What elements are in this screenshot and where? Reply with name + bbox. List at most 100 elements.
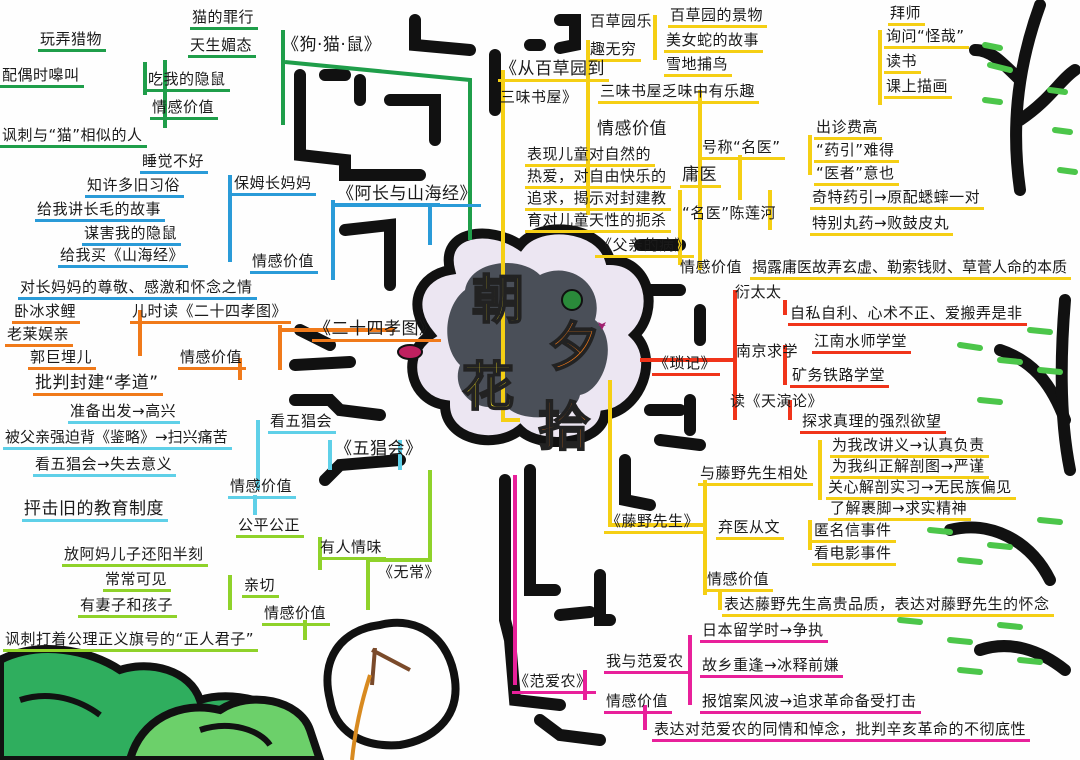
node-value: 情感价值 (150, 98, 219, 120)
branch-title-fujino: 《藤野先生》 (604, 512, 704, 534)
node-cat-item: 吃我的隐鼠 (146, 70, 230, 92)
node-item: 报馆案风波→追求革命备受打击 (700, 692, 921, 714)
node-value-text: 讽刺与“猫”相似的人 (0, 126, 147, 148)
branch-title-garden: 三味书屋》 (500, 88, 578, 106)
branch-title-filial: 《二十四孝图》 (312, 320, 441, 342)
node-item: 公平公正 (236, 516, 305, 538)
node-famous: 号称“名医” (700, 138, 785, 160)
node-cat-crimes: 猫的罪行 (190, 8, 259, 30)
node-item: 故乡重逢→冰释前嫌 (700, 656, 844, 678)
node-cat-item: 天生媚态 (188, 36, 257, 58)
node-watch: 看五猖会 (268, 412, 337, 434)
node-item: 百草园的景物 (668, 6, 768, 28)
node-item: 被父亲强迫背《鉴略》→扫兴痛苦 (3, 428, 232, 450)
node-nanny: 保姆长妈妈 (232, 174, 316, 196)
node-item: 拜师 (888, 4, 926, 26)
node-value-text: 热爱，对自由快乐的 (525, 167, 671, 189)
node-item: 看五猖会→失去意义 (33, 455, 177, 477)
branch-title-fan: 《范爱农》 (512, 672, 596, 694)
node-item: 谋害我的隐鼠 (82, 224, 182, 246)
node-value-text: 表达对范爱农的同情和悼念，批判辛亥革命的不彻底性 (652, 720, 1031, 742)
node-cat-item: 配偶时嗥叫 (0, 66, 84, 88)
node-value-text: 讽刺打着公理正义旗号的“正人君子” (3, 630, 259, 652)
small-tree-illustration (323, 618, 460, 760)
title-char-hua: 花 (461, 356, 515, 419)
node-item: 自私自利、心术不正、爱搬弄是非 (788, 304, 1027, 326)
node-chen: “名医”陈莲河 (682, 204, 777, 222)
node-evolution: 读《天演论》 (730, 392, 824, 410)
node-value-text: 表达藤野先生高贵品质，表达对藤野先生的怀念 (722, 595, 1054, 617)
branch-title-ah-chang: 《阿长与山海经》 (335, 185, 481, 207)
node-item: 询问“怪哉” (884, 27, 969, 49)
bush-illustration (0, 645, 325, 760)
node-me: 我与范爱农 (604, 652, 688, 674)
node-item: 探求真理的强烈欲望 (800, 412, 946, 434)
node-item: 美女蛇的故事 (664, 31, 764, 53)
branch-title-garden: 《从百草园到 (498, 60, 609, 82)
node-study: 三味书屋乏味中有乐趣 (598, 82, 760, 104)
node-quack: 庸医 (680, 166, 721, 188)
node-yan: 衍太太 (735, 283, 782, 301)
branch-title-father: 《父亲的病》 (595, 236, 695, 258)
node-value-text: 对长妈妈的尊敬、感激和怀念之情 (18, 278, 257, 300)
node-value: 情感价值 (597, 119, 667, 139)
node-item: 奇特药引→原配蟋蟀一对 (810, 188, 985, 210)
plant-illustration (944, 0, 1080, 676)
node-item: 给我讲长毛的故事 (35, 200, 166, 222)
node-value-text: 揭露庸医故弄玄虚、勒索钱财、草菅人命的本质 (750, 258, 1072, 280)
node-value-text: 批判封建“孝道” (33, 374, 163, 396)
node-item: 给我买《山海经》 (58, 246, 189, 268)
branch-connectors (138, 15, 882, 730)
node-item: 为我改讲义→认真负责 (830, 436, 989, 458)
node-value: 情感价值 (262, 604, 331, 626)
node-item: “医者”意也 (814, 164, 899, 186)
node-kind: 亲切 (242, 576, 280, 598)
node-value-text: 育对儿童天性的扼杀 (525, 211, 671, 233)
node-item: 课上描画 (884, 77, 953, 99)
node-value: 情感价值 (705, 570, 774, 592)
node-humane: 有人情味 (318, 538, 387, 560)
node-item: 准备出发→高兴 (68, 402, 181, 424)
node-item: 日本留学时→争执 (700, 621, 828, 643)
node-item: 放阿妈儿子还阳半刻 (62, 545, 208, 567)
node-item: 读书 (884, 52, 922, 74)
title-char-zhao: 朝 (471, 269, 525, 332)
node-value: 情感价值 (228, 477, 297, 499)
node-value-text: 追求，揭示对封建教 (525, 189, 671, 211)
branch-title-wuchang-fair: 《五猖会》 (335, 439, 423, 459)
node-value-text: 抨击旧的教育制度 (22, 500, 168, 522)
node-value-text: 表现儿童对自然的 (525, 145, 656, 167)
node-garden: 趣无穷 (588, 40, 641, 62)
node-item: 特别丸药→败鼓皮丸 (810, 214, 954, 236)
node-item: 郭巨埋儿 (28, 348, 97, 370)
node-nanjing: 南京求学 (736, 342, 799, 360)
node-item: 有妻子和孩子 (78, 596, 178, 618)
node-item: 匿名信事件 (812, 521, 896, 543)
node-item: 出诊费高 (814, 118, 883, 140)
node-value: 情感价值 (178, 348, 247, 370)
node-item: 矿务铁路学堂 (790, 366, 890, 388)
node-item: 常常可见 (103, 570, 172, 592)
node-with: 与藤野先生相处 (698, 464, 813, 486)
title-char-shi: 拾 (537, 396, 591, 459)
node-value: 情感价值 (680, 258, 743, 276)
central-cloud (397, 224, 654, 447)
title-char-xi: 夕 (547, 316, 601, 379)
node-childhood: 儿时读《二十四孝图》 (130, 302, 292, 324)
node-garden: 百草园乐 (590, 12, 653, 30)
node-item: 卧冰求鲤 (12, 302, 81, 324)
branch-title-wuchang: 《无常》 (378, 563, 441, 581)
node-item: 了解裹脚→求实精神 (828, 499, 972, 521)
node-item: “药引”难得 (814, 141, 899, 163)
node-item: 为我纠正解剖图→严谨 (830, 457, 989, 479)
node-item: 关心解剖实习→无民族偏见 (826, 478, 1016, 500)
node-switch: 弃医从文 (716, 518, 785, 540)
leaf-dashes (897, 42, 1078, 675)
node-item: 雪地捕鸟 (664, 55, 733, 77)
node-item: 老莱娱亲 (5, 325, 74, 347)
node-item: 看电影事件 (812, 544, 896, 566)
node-value: 情感价值 (604, 692, 673, 714)
branch-title-dog-cat-mouse: 《狗·猫·鼠》 (282, 35, 382, 55)
node-item: 睡觉不好 (140, 152, 209, 174)
